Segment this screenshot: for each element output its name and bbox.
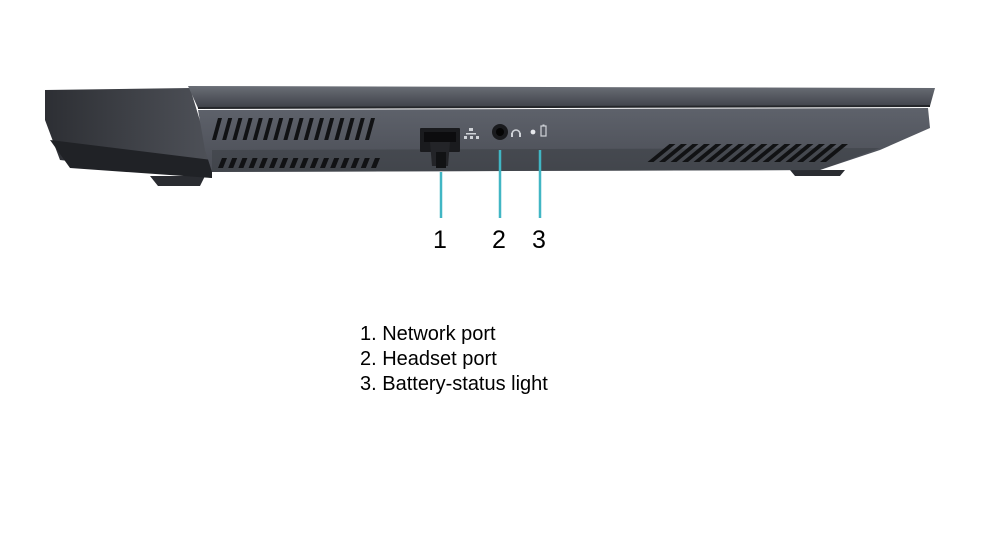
right-foot (790, 170, 845, 176)
vent-slat (299, 158, 309, 168)
vent-slat (314, 118, 324, 140)
vent-slat (212, 118, 222, 140)
vent-slat (751, 144, 779, 162)
vent-slat (283, 118, 294, 140)
vent-right (647, 144, 848, 162)
vent-slat (340, 158, 350, 168)
vent-slat (682, 144, 710, 162)
vent-slat (330, 158, 340, 168)
vent-slat (344, 118, 355, 140)
legend-item-headset-port: 2. Headset port (360, 348, 497, 370)
vent-slat (360, 158, 370, 168)
vent-slat (218, 158, 227, 168)
vent-slat (762, 144, 791, 162)
vent-slat (659, 144, 687, 162)
headset-port (492, 124, 508, 140)
vent-slat (269, 158, 278, 168)
callout-number-1: 1 (433, 226, 447, 254)
network-port (420, 128, 460, 168)
network-icon (464, 128, 479, 139)
vent-slat (647, 144, 676, 162)
vent-slat (354, 118, 365, 140)
chassis-lower (212, 148, 880, 172)
vent-slat (248, 158, 258, 168)
battery-status-light (530, 129, 536, 135)
vent-slat (273, 118, 284, 140)
callout-number-3: 3 (532, 226, 546, 254)
vent-slat (263, 118, 273, 140)
vent-slat (242, 118, 253, 140)
vent-slat (371, 158, 380, 168)
legend-list: 1. Network port 2. Headset port 3. Batte… (360, 322, 548, 397)
vent-slat (309, 158, 319, 168)
vent-slat (279, 158, 289, 168)
lid-edge (197, 105, 931, 109)
vent-slat (228, 158, 238, 168)
vent-left-lower (218, 158, 380, 168)
callout-lines (439, 150, 542, 218)
vent-slat (808, 144, 837, 162)
vent-slat (303, 118, 314, 140)
callout-number-2: 2 (492, 226, 506, 254)
lid-top (188, 86, 935, 108)
vent-slat (293, 118, 304, 140)
vent-slat (739, 144, 768, 162)
hinge-shadow (50, 140, 212, 178)
legend-item-network-port: 1. Network port (360, 323, 496, 345)
vent-slat (820, 144, 848, 162)
vent-slat (232, 118, 243, 140)
vent-slat (728, 144, 756, 162)
headset-icon (511, 129, 521, 137)
vent-slat (350, 158, 360, 168)
vent-slat (705, 144, 733, 162)
vent-slat (797, 144, 825, 162)
vent-slat (324, 118, 335, 140)
battery-icon (540, 124, 547, 137)
legend-item-battery-status-light: 3. Battery-status light (360, 373, 548, 395)
vent-slat (365, 118, 375, 140)
vent-slat (716, 144, 745, 162)
vent-slat (222, 118, 233, 140)
left-foot (150, 176, 205, 186)
vent-slat (774, 144, 802, 162)
vent-slat (258, 158, 268, 168)
vent-slat (670, 144, 699, 162)
vent-slat (693, 144, 722, 162)
vent-slat (334, 118, 345, 140)
vent-left-upper (212, 118, 375, 140)
vent-slat (320, 158, 329, 168)
vent-slat (289, 158, 299, 168)
vent-slat (238, 158, 248, 168)
vent-slat (785, 144, 814, 162)
vent-slat (252, 118, 263, 140)
